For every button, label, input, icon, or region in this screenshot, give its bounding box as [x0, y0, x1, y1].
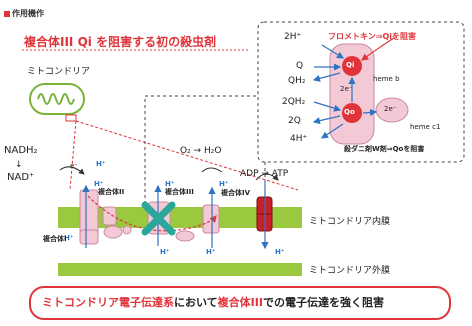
complex-4-shape — [202, 204, 220, 234]
cytochrome-c-shape — [175, 230, 195, 242]
summary-part-1: ミトコンドリア電子伝達系 — [42, 296, 174, 309]
oxygen-reaction-label: O₂ → H₂O — [180, 146, 222, 156]
proton-label-1: H⁺ — [94, 180, 104, 188]
heme-b-label: heme b — [373, 75, 400, 83]
proton-label-1b: H⁺ — [96, 160, 106, 168]
inset-red-arrow — [361, 37, 395, 61]
zoom-line-left — [69, 120, 77, 191]
summary-text: ミトコンドリア電子伝達系において複合体IIIでの電子伝達を強く阻害 — [42, 297, 384, 308]
mitochondrion-icon — [29, 83, 85, 122]
inset-q-label: Q — [296, 61, 304, 71]
inset-electron-label-1: 2e⁻ — [340, 85, 353, 93]
summary-part-2: において — [174, 296, 218, 309]
inner-membrane — [58, 207, 302, 228]
zoom-line-right — [75, 120, 299, 191]
nadh-label: NADH₂ — [4, 145, 38, 156]
nad-label: NAD⁺ — [7, 172, 35, 183]
inset-h2-label: 2H⁺ — [284, 32, 302, 42]
complex-2-shape — [102, 206, 123, 239]
inset-title: フロメトキン⇒Qiを阻害 — [328, 32, 417, 41]
inset-arrow-2q — [312, 115, 341, 125]
qo-site-circle — [342, 103, 362, 123]
complex-1-shape — [79, 189, 99, 245]
inner-membrane-label: ミトコンドリア内膜 — [309, 217, 391, 227]
inset-electron-label-2: 2e⁻ — [384, 105, 397, 113]
proton-label-matrix-3: H⁺ — [160, 248, 170, 256]
qi-site-circle — [342, 56, 362, 76]
inset-arrow-4h — [321, 123, 344, 139]
inset-2q-label: 2Q — [288, 116, 301, 126]
proton-label-matrix-1: H⁺ — [64, 234, 74, 242]
inset-4h-label: 4H⁺ — [290, 134, 308, 144]
header-square-icon — [4, 11, 10, 17]
proton-label-3: H⁺ — [165, 180, 175, 188]
proton-label-matrix-4: H⁺ — [206, 248, 216, 256]
electron-entry-arrow — [59, 166, 85, 175]
zoom-frame — [144, 95, 266, 217]
inset-arrow-qh2 — [312, 72, 341, 82]
summary-part-4: での電子伝達を強く阻害 — [262, 296, 384, 309]
complex-1-label: 複合体I — [43, 235, 67, 243]
complex-2-label: 複合体II — [98, 188, 125, 196]
proton-label-4: H⁺ — [219, 180, 229, 188]
oxygen-curve — [201, 167, 223, 173]
inset-arrow-e-right — [362, 108, 378, 117]
inset-arrow-2qh2 — [313, 101, 342, 112]
complex-3-label: 複合体III — [165, 188, 194, 196]
header-label: 作用機作 — [12, 9, 44, 18]
mitochondria-label: ミトコンドリア — [27, 67, 91, 77]
outer-membrane-label: ミトコンドリア外膜 — [309, 266, 391, 276]
outer-membrane — [58, 263, 302, 276]
electron-label: e⁻ — [70, 162, 79, 170]
proton-label-matrix-atp: H⁺ — [275, 248, 285, 256]
inset-arrow-h2 — [321, 44, 345, 59]
diagram-title: 複合体III Qi を阻害する初の殺虫剤 — [24, 35, 217, 49]
complex-4-label: 複合体IV — [221, 189, 251, 197]
ubiquinone-dot — [122, 225, 132, 235]
inset-qh2-label: QH₂ — [288, 76, 306, 86]
inhibitor-x-icon — [141, 201, 176, 236]
summary-part-3: 複合体III — [217, 296, 263, 309]
inset-note-label: 殺ダニ剤W剤⇒Qoを阻害 — [344, 145, 425, 153]
qi-site-label: Qi — [346, 61, 355, 69]
inset-2qh2-label: 2QH₂ — [282, 97, 306, 107]
heme-c1-label: heme c1 — [410, 123, 441, 131]
atp-curve-arrow — [255, 173, 279, 181]
nadh-arrow-icon: ↓ — [15, 160, 23, 170]
summary-box — [29, 286, 451, 320]
atp-reaction-label: ADP → ATP — [240, 169, 289, 179]
qo-site-label: Qo — [344, 108, 355, 116]
